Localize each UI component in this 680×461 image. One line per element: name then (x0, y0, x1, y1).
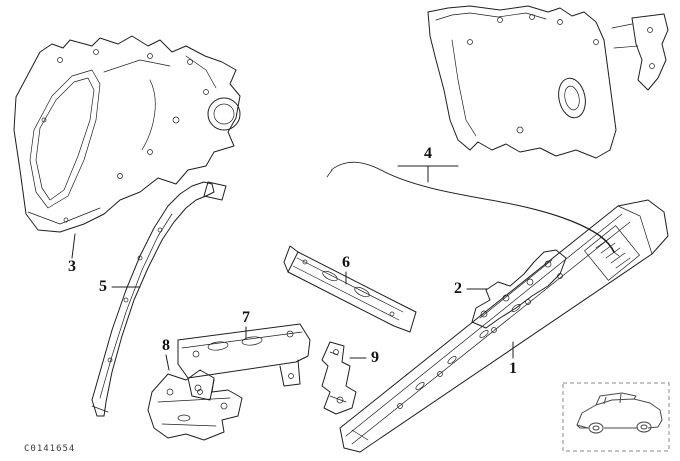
car-thumbnail-icon (576, 392, 663, 434)
callout-6[interactable]: 6 (342, 254, 350, 271)
car-thumbnail-box[interactable] (562, 382, 670, 452)
part-drawing-bracket-support (147, 369, 243, 441)
part-drawing-trim-strip (326, 161, 620, 257)
callout-7[interactable]: 7 (242, 309, 250, 326)
callout-leader-lines (71, 165, 514, 371)
part-drawing-cross-member-lower (177, 323, 311, 401)
callout-5[interactable]: 5 (99, 278, 107, 295)
part-drawing-quarter-panel-left (13, 35, 241, 233)
part-drawing-b-pillar (91, 181, 227, 417)
callout-1[interactable]: 1 (509, 360, 517, 377)
part-drawing-rocker-sill (339, 199, 669, 453)
part-drawing-bracket-small (321, 341, 357, 415)
callout-2[interactable]: 2 (454, 280, 462, 297)
callout-3[interactable]: 3 (68, 258, 76, 275)
part-drawing-quarter-panel-right (427, 5, 669, 159)
diagram-footer-code: C0141654 (24, 444, 76, 454)
callout-4[interactable]: 4 (424, 145, 432, 162)
callout-8[interactable]: 8 (162, 337, 170, 354)
callout-9[interactable]: 9 (371, 349, 379, 366)
part-drawing-cross-member-upper (283, 245, 417, 333)
